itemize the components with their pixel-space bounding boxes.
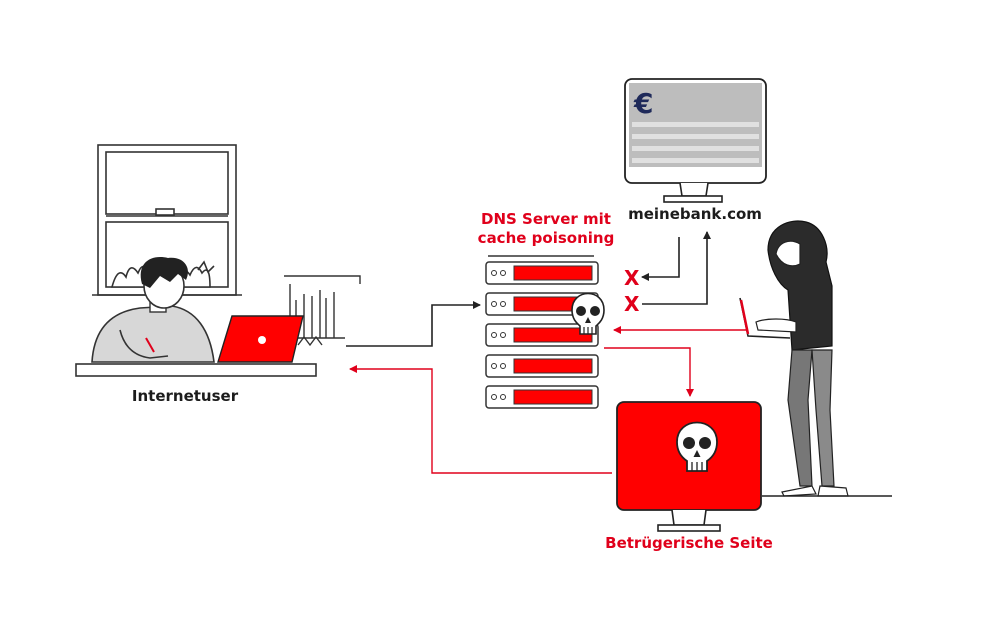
arrow-dns-to-fraud-site: [604, 347, 694, 397]
bank-site-label: meinebank.com: [628, 205, 762, 223]
arrow-bank-to-dns: [641, 237, 680, 281]
server-rack-icon: [485, 255, 599, 409]
dns-server-label: DNS Server mit cache poisoning: [466, 210, 626, 248]
euro-symbol: €: [633, 87, 653, 120]
bank-monitor-icon: [624, 78, 767, 203]
dns-server-label-line1: DNS Server mit: [481, 210, 611, 228]
arrow-user-to-dns: [346, 301, 481, 347]
skull-icon: [571, 292, 605, 335]
window-illustration: [92, 144, 242, 296]
blocked-mark-bottom: X: [624, 292, 640, 316]
fraud-site-label: Betrügerische Seite: [605, 534, 773, 552]
user-at-laptop-illustration: [75, 257, 317, 377]
internet-user-label: Internetuser: [131, 387, 239, 405]
dns-server-label-line2: cache poisoning: [477, 229, 615, 247]
arrow-fraud-site-to-user: [349, 365, 612, 474]
skull-icon: [676, 421, 718, 472]
arrow-dns-to-bank: [642, 231, 711, 305]
hacker-illustration: [739, 220, 892, 497]
blocked-mark-top: X: [624, 266, 640, 290]
